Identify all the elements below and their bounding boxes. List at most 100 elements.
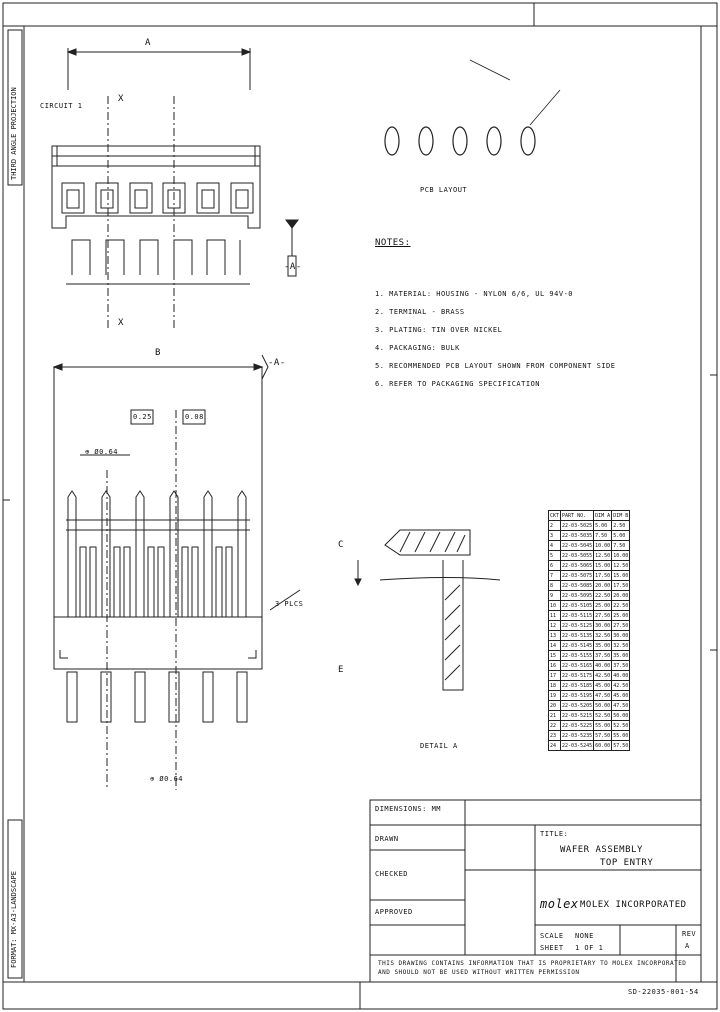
dim-b-label: B (155, 348, 161, 358)
table-cell: 21 (547, 710, 562, 721)
top-view (51, 48, 299, 330)
table-cell: 16 (547, 660, 562, 671)
table-cell: 45.00 (593, 680, 613, 691)
table-cell: 4 (547, 540, 562, 551)
table-cell: 22-03-5135 (560, 630, 595, 641)
dim-c-label: C (338, 540, 344, 550)
table-cell: 57.50 (593, 730, 613, 741)
table-cell: 20.00 (593, 580, 613, 591)
table-header-cell: CKT (547, 510, 562, 521)
table-cell: 22-03-5235 (560, 730, 595, 741)
rev-label: REV (682, 930, 697, 938)
proprietary-line-2: AND SHOULD NOT BE USED WITHOUT WRITTEN P… (378, 969, 580, 976)
table-cell: 13 (547, 630, 562, 641)
table-cell: 25.00 (611, 610, 631, 621)
sheet-label: SHEET (540, 944, 564, 952)
datum-label-top: -A- (284, 262, 302, 272)
table-cell: 22-03-5195 (560, 690, 595, 701)
table-cell: 15 (547, 650, 562, 661)
table-cell: 42.50 (593, 670, 613, 681)
rev-value: A (685, 942, 690, 950)
table-cell: 2.50 (611, 520, 631, 531)
table-cell: 32.50 (611, 640, 631, 651)
format-label: FORMAT: MX-A3-LANDSCAPE (10, 871, 18, 968)
table-cell: 22-03-5245 (560, 740, 595, 751)
drawn-label: DRAWN (375, 835, 399, 843)
table-cell: 22-03-5125 (560, 620, 595, 631)
datum-label: -A- (268, 358, 286, 368)
table-cell: 22-03-5115 (560, 610, 595, 621)
table-cell: 6 (547, 560, 562, 571)
table-cell: 22-03-5055 (560, 550, 595, 561)
table-cell: 22-03-5225 (560, 720, 595, 731)
table-cell: 7 (547, 570, 562, 581)
tol-box-1: 0.25 (133, 413, 152, 421)
note-line-4: 4. PACKAGING: BULK (375, 344, 460, 352)
dim-a-label: A (145, 38, 151, 48)
table-cell: 25.00 (593, 600, 613, 611)
note-line-6: 6. REFER TO PACKAGING SPECIFICATION (375, 380, 541, 388)
proprietary-line-1: THIS DRAWING CONTAINS INFORMATION THAT I… (378, 960, 687, 967)
drawing-number: SD-22035-001-54 (628, 988, 699, 996)
table-cell: 12.50 (593, 550, 613, 561)
table-cell: 22-03-5175 (560, 670, 595, 681)
pin-one-label: CIRCUIT 1 (40, 102, 83, 110)
table-cell: 40.00 (593, 660, 613, 671)
table-cell: 47.50 (611, 700, 631, 711)
table-cell: 17.50 (593, 570, 613, 581)
drawing-subtitle: TOP ENTRY (600, 858, 654, 868)
table-cell: 37.50 (611, 660, 631, 671)
table-cell: 2 (547, 520, 562, 531)
table-cell: 35.00 (611, 650, 631, 661)
table-cell: 7.50 (593, 530, 613, 541)
table-cell: 11 (547, 610, 562, 621)
table-cell: 27.50 (593, 610, 613, 621)
table-cell: 50.00 (593, 700, 613, 711)
table-cell: 27.50 (611, 620, 631, 631)
table-cell: 15.00 (593, 560, 613, 571)
tol-box-2: 0.08 (185, 413, 204, 421)
table-cell: 5.00 (593, 520, 613, 531)
inner-border (23, 25, 702, 983)
note-line-3: 3. PLATING: TIN OVER NICKEL (375, 326, 503, 334)
table-cell: 45.00 (611, 690, 631, 701)
table-cell: 42.50 (611, 680, 631, 691)
checked-label: CHECKED (375, 870, 409, 878)
scale-value: NONE (575, 932, 594, 940)
table-cell: 17 (547, 670, 562, 681)
table-cell: 20 (547, 700, 562, 711)
pin-dia-note-2: ⊕ Ø0.64 (150, 775, 184, 783)
drawing-title: WAFER ASSEMBLY (560, 845, 643, 855)
table-cell: 22 (547, 720, 562, 731)
table-header-cell: PART NO. (560, 510, 595, 521)
table-cell: 10.00 (611, 550, 631, 561)
table-cell: 35.00 (593, 640, 613, 651)
pcb-layout-label: PCB LAYOUT (420, 186, 468, 194)
table-cell: 22-03-5095 (560, 590, 595, 601)
table-cell: 55.00 (593, 720, 613, 731)
table-cell: 22-03-5165 (560, 660, 595, 671)
table-cell: 30.00 (593, 620, 613, 631)
section-mark-bottom: X (118, 318, 124, 328)
molex-logo: molex (540, 897, 579, 911)
notes-heading: NOTES: (375, 238, 411, 248)
table-cell: 3 (547, 530, 562, 541)
pin-dia-note: ⊕ Ø0.64 (85, 448, 119, 456)
